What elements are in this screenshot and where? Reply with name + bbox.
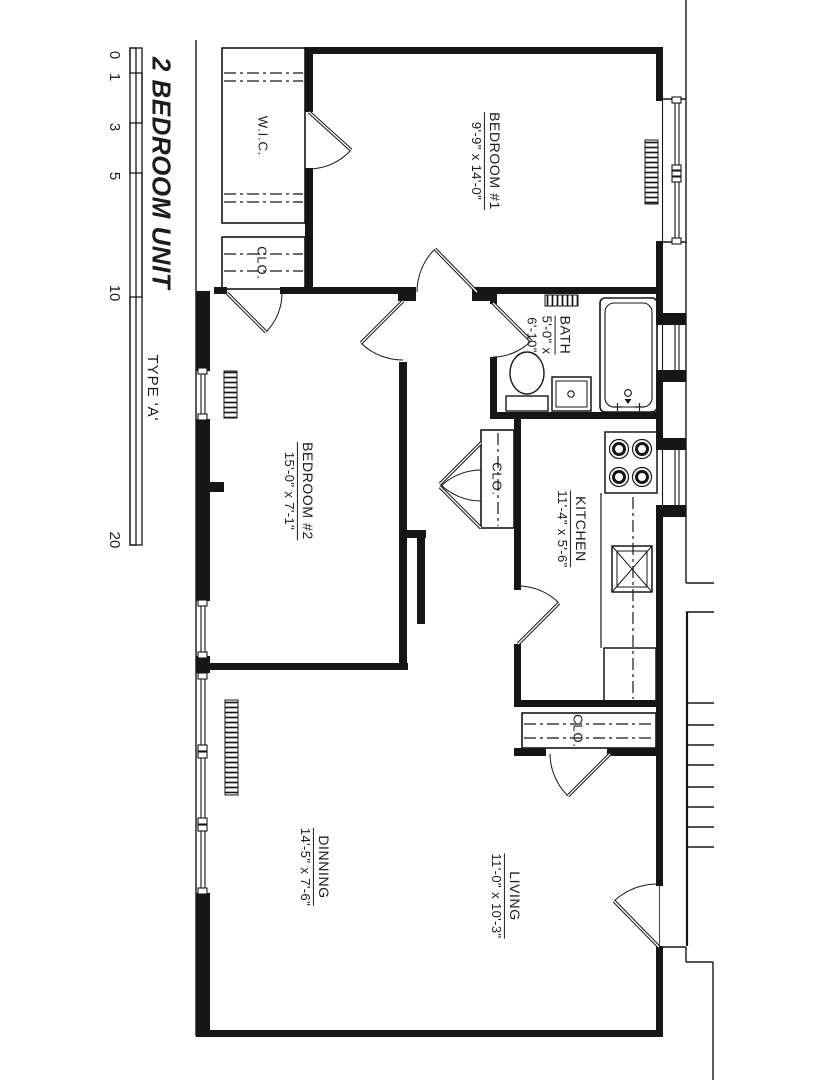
dining-window: [200, 675, 206, 893]
door-swing-arcs: [265, 149, 660, 902]
bedroom2-window-upper: [200, 371, 206, 418]
stair-landing: [686, 582, 714, 613]
corridor-and-exterior-lines: [195, 0, 714, 1080]
room-label-kitchen: KITCHEN 11'-4" x 5'-6": [555, 490, 589, 568]
baseboard-heaters: [223, 139, 659, 796]
dining-heater: [224, 699, 239, 796]
scale-tick-10: 10: [105, 284, 123, 302]
bedroom1-heater: [644, 139, 659, 205]
scale-tick-3: 3: [105, 122, 123, 132]
bedroom2-name: BEDROOM #2: [297, 442, 316, 540]
room-label-bedroom1: BEDROOM #1 9'-9" x 14'-0": [469, 112, 503, 210]
room-label-dinning: DINNING 14'-5" x 7'-6": [298, 827, 332, 907]
plan-type-label: TYPE 'A': [143, 354, 161, 422]
doors: [225, 110, 661, 949]
scale-tick-20: 20: [105, 531, 123, 549]
hall-closet-label: CLO.: [254, 246, 270, 280]
plan-title: 2 BEDROOM UNIT: [146, 56, 177, 290]
scale-tick-5: 5: [105, 171, 123, 181]
bath-dims-2: 6'-10": [524, 317, 540, 353]
windows: [197, 96, 682, 895]
bedroom2-window-lower: [200, 603, 206, 656]
kitchen-fixtures: [600, 431, 658, 705]
bath-vent: [544, 294, 579, 307]
shelf-rod-lines: [224, 72, 654, 739]
bedroom2-closet-label: CLO.: [489, 462, 505, 496]
door-leaves: [225, 110, 661, 949]
refrigerator: [603, 647, 657, 705]
room-label-bath: BATH 5'-0" x 6'-10": [524, 315, 574, 355]
scale-tick-1: 1: [105, 72, 123, 82]
coat-closet-box: [521, 712, 657, 749]
bath-fixtures: [505, 297, 658, 413]
dinning-name: DINNING: [313, 827, 332, 907]
living-dims: 11'-0" x 10'-3": [489, 853, 505, 939]
entry-stoop: [663, 946, 714, 1080]
room-label-bedroom2: BEDROOM #2 15'-0" x 7'-1": [282, 442, 316, 540]
bedroom2-heater: [223, 370, 238, 419]
scale-tick-0: 0: [105, 50, 123, 60]
bedroom2-closet-box: [480, 429, 515, 529]
kitchen-dims: 11'-4" x 5'-6": [555, 490, 571, 568]
wic-label: W.I.C.: [255, 115, 271, 157]
hall-closet-box: [221, 236, 306, 290]
scale-bar: [129, 47, 143, 546]
wic-box: [221, 47, 306, 224]
closet-boxes: [221, 47, 657, 749]
dinning-dims: 14'-5" x 7'-6": [298, 827, 314, 907]
room-label-living: LIVING 11'-0" x 10'-3": [489, 853, 523, 939]
walls: [196, 47, 686, 1037]
kitchen-sink: [611, 545, 653, 593]
bath-dims-1: 5'-0" x: [540, 315, 556, 355]
bedroom2-dims: 15'-0" x 7'-1": [282, 451, 298, 531]
living-name: LIVING: [504, 853, 523, 939]
bedroom1-dims: 9'-9" x 14'-0": [469, 121, 485, 201]
bedroom1-name: BEDROOM #1: [484, 112, 503, 210]
bath-name: BATH: [555, 315, 574, 355]
coat-closet-label: CLO.: [570, 714, 586, 748]
bathtub: [599, 297, 658, 413]
toilet: [505, 351, 549, 412]
bath-window: [661, 325, 680, 370]
stove: [604, 431, 658, 494]
kitchen-name: KITCHEN: [570, 490, 589, 568]
kitchen-window: [661, 450, 680, 505]
bathroom-sink: [551, 376, 592, 412]
stairs: [688, 702, 714, 848]
